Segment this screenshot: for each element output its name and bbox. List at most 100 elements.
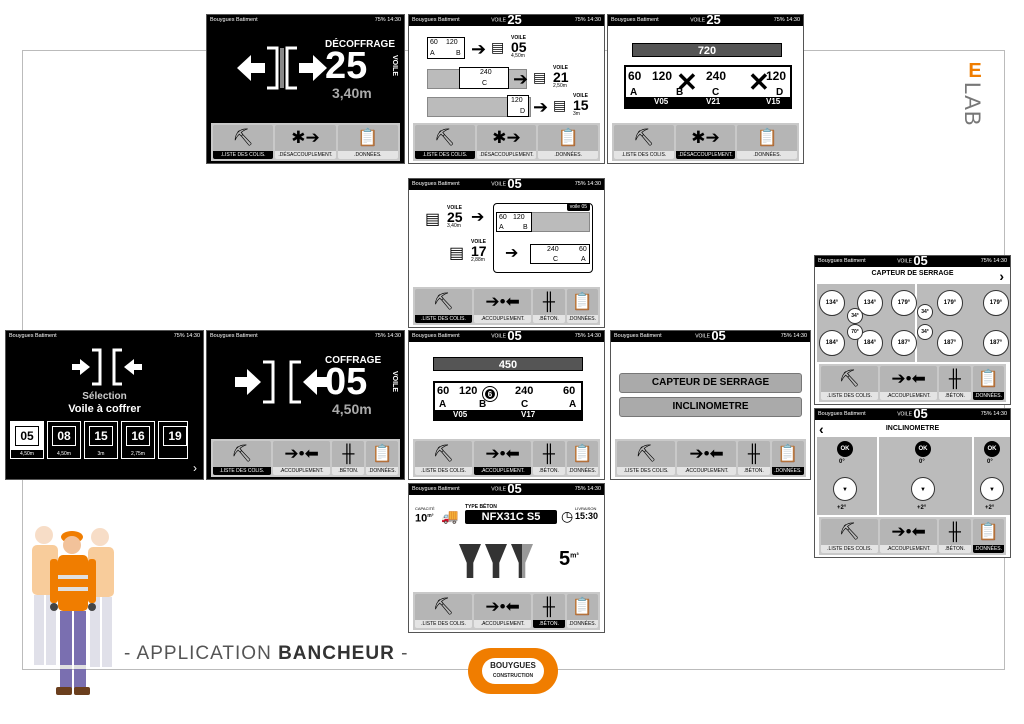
tab-label: .BÉTON.: [939, 545, 971, 553]
tab-liste-colis[interactable]: ⛏.LISTE DES COLIS.: [415, 441, 473, 475]
tab-desaccouplement[interactable]: ✱➔.DÉSACCOUPLEMENT.: [275, 125, 336, 159]
tab-donnees[interactable]: 📋.DONNÉES.: [972, 366, 1004, 400]
voile-label: VOILE: [491, 181, 506, 188]
tab-label: .DONNÉES.: [538, 151, 599, 159]
ok-status-icon: OK: [915, 441, 931, 457]
src-height: 2,88m: [471, 257, 485, 263]
data-chart-icon: 📋: [977, 369, 999, 388]
tab-accouplement[interactable]: ➔•⬅.ACCOUPLEMENT.: [272, 441, 331, 475]
bottom-tabs: ⛏.LISTE DES COLIS. ➔•⬅.ACCOUPLEMENT. ╫ .B…: [819, 517, 1006, 555]
tab-beton[interactable]: ╫.BÉTON.: [533, 441, 565, 475]
title-bold: BANCHEUR: [278, 643, 395, 664]
tab-accouplement[interactable]: ➔•⬅.ACCOUPLEMENT.: [474, 441, 532, 475]
tab-donnees[interactable]: 📋.DONNÉES.: [566, 594, 598, 628]
voile-card[interactable]: 15 3m: [84, 421, 118, 459]
carrier: Bouygues Batiment: [611, 17, 659, 23]
voile-card[interactable]: 05 4,50m: [10, 421, 44, 459]
voile-label: VOILE: [695, 333, 710, 340]
tab-liste-colis[interactable]: ⛏.LISTE DES COLIS.: [415, 125, 475, 159]
joint-badge[interactable]: 6: [482, 386, 498, 402]
tab-label: .DONNÉES.: [566, 620, 598, 628]
tab-accouplement[interactable]: ➔•⬅.ACCOUPLEMENT.: [474, 289, 532, 323]
volume-unit: m³: [570, 552, 579, 560]
tab-beton[interactable]: ╫.BÉTON.: [332, 441, 365, 475]
voile-card[interactable]: 19: [158, 421, 188, 459]
tab-liste-colis[interactable]: ⛏.LISTE DES COLIS.: [213, 125, 274, 159]
time: 14:30: [587, 17, 601, 23]
cell-value: 120: [459, 385, 478, 397]
panel-box-c[interactable]: 240 C: [459, 67, 509, 89]
tab-label: .BÉTON.: [939, 392, 971, 400]
crane-icon: ⛏: [432, 444, 455, 463]
arrow-right-icon: ➔: [471, 209, 485, 226]
tab-donnees[interactable]: 📋.DONNÉES.: [566, 441, 598, 475]
tab-beton[interactable]: ╫ .BÉTON.: [939, 519, 971, 553]
sensor-dial: 179°: [983, 290, 1009, 316]
src-voile-25: VOILE 25 3,40m: [447, 205, 463, 229]
chevron-left-icon[interactable]: ‹: [819, 421, 824, 437]
data-chart-icon: 📋: [977, 522, 999, 541]
hopper-icon: [459, 544, 481, 578]
tab-donnees[interactable]: 📋.DONNÉES.: [566, 289, 598, 323]
tab-accouplement[interactable]: ➔•⬅.ACCOUPLEMENT.: [474, 594, 532, 628]
stack-icon: ▤: [425, 211, 441, 228]
tab-desaccouplement[interactable]: ✱➔.DÉSACCOUPLEMENT.: [675, 125, 736, 159]
tab-liste-colis[interactable]: ⛏.LISTE DES COLIS.: [821, 519, 879, 553]
cell-value: 60: [499, 214, 507, 221]
logo-line2: CONSTRUCTION: [492, 673, 534, 679]
tab-liste-colis[interactable]: ⛏.LISTE DES COLIS.: [213, 441, 271, 475]
dest-height: 4,50m: [511, 53, 525, 59]
tab-label: .BÉTON.: [533, 315, 565, 323]
tab-donnees[interactable]: 📋.DONNÉES.: [337, 125, 398, 159]
menu-inclinometre[interactable]: INCLINOMETRE: [619, 397, 802, 417]
tab-accouplement[interactable]: ➔•⬅.ACCOUPLEMENT.: [880, 366, 938, 400]
tab-liste-colis[interactable]: ⛏.LISTE DES COLIS.: [415, 289, 473, 323]
tab-liste-colis[interactable]: ⛏.LISTE DES COLIS.: [614, 125, 674, 159]
tab-beton[interactable]: ╫.BÉTON.: [737, 441, 770, 475]
tab-accouplement[interactable]: ➔•⬅.ACCOUPLEMENT.: [677, 441, 736, 475]
menu-capteur-serrage[interactable]: CAPTEUR DE SERRAGE: [619, 373, 802, 393]
panel-box-d[interactable]: 120 D: [507, 95, 529, 117]
cut-cross-icon: ✕: [676, 67, 698, 97]
elab-lab: LAB: [960, 82, 985, 127]
tab-beton[interactable]: ╫.BÉTON.: [939, 366, 971, 400]
voile-card[interactable]: 08 4,50m: [47, 421, 81, 459]
tab-liste-colis[interactable]: ⛏.LISTE DES COLIS.: [415, 594, 473, 628]
chevron-right-icon[interactable]: ›: [193, 461, 197, 475]
voile-height: 3m: [97, 451, 105, 457]
cell-letter: B: [456, 50, 461, 57]
tab-beton[interactable]: ╫.BÉTON.: [533, 289, 565, 323]
tab-accouplement[interactable]: ➔•⬅.ACCOUPLEMENT.: [880, 519, 938, 553]
tab-desaccouplement[interactable]: ✱➔.DÉSACCOUPLEMENT.: [476, 125, 537, 159]
beton-icon: ╫: [948, 522, 961, 541]
dest-voile-15: VOILE 15 3m: [573, 93, 589, 117]
tab-donnees[interactable]: 📋.DONNÉES.: [972, 519, 1004, 553]
tab-beton[interactable]: ╫.BÉTON.: [533, 594, 565, 628]
tab-donnees[interactable]: 📋.DONNÉES.: [366, 441, 398, 475]
tab-liste-colis[interactable]: ⛏.LISTE DES COLIS.: [617, 441, 676, 475]
capacity-value: 10: [415, 512, 428, 525]
crane-icon: ⛏: [434, 128, 456, 147]
dest-label: VOILE: [573, 93, 589, 99]
bottom-tabs: ⛏.LISTE DES COLIS. ✱➔.DÉSACCOUPLEMENT. 📋…: [413, 123, 600, 161]
tab-donnees[interactable]: 📋.DONNÉES.: [771, 441, 804, 475]
data-chart-icon: 📋: [371, 444, 393, 463]
tab-donnees[interactable]: 📋.DONNÉES.: [538, 125, 599, 159]
carrier: Bouygues Batiment: [412, 181, 460, 187]
voile-label: VOILE: [491, 333, 506, 340]
tab-donnees[interactable]: 📋.DONNÉES.: [737, 125, 798, 159]
cell-letter: C: [712, 87, 720, 98]
tab-liste-colis[interactable]: ⛏.LISTE DES COLIS.: [821, 366, 879, 400]
cell-letter: C: [521, 399, 529, 410]
desaccouplement-icon: ✱➔: [291, 128, 320, 147]
header-voile: VOILE 05: [491, 484, 522, 496]
voile-card[interactable]: 16 2,75m: [121, 421, 155, 459]
chevron-right-icon[interactable]: ›: [999, 268, 1004, 284]
elab-logo: E LAB: [960, 60, 990, 127]
tab-label: .BÉTON.: [533, 467, 565, 475]
